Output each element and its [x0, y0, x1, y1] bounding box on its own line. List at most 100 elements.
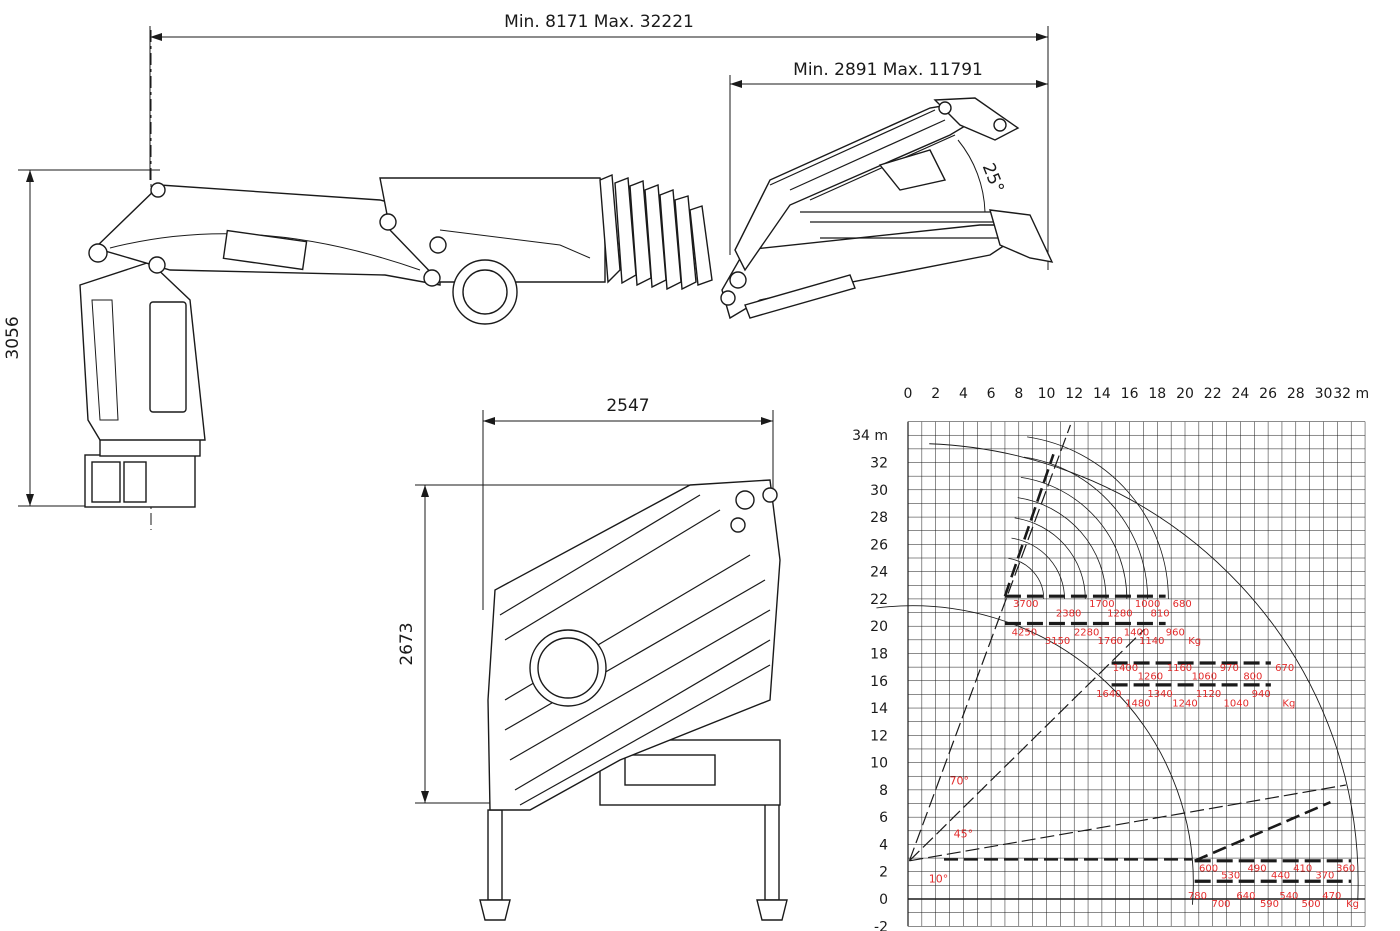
load-value: 1120 — [1196, 689, 1221, 700]
column-cylinder — [149, 301, 187, 413]
x-tick-label: 10 — [1038, 386, 1056, 402]
base-width-label: 2547 — [606, 396, 649, 416]
boom-angle-label: 70° — [949, 774, 969, 787]
right-stabilizer-leg — [764, 799, 780, 901]
x-tick-label: 24 — [1231, 386, 1249, 402]
load-value: 1160 — [1167, 663, 1192, 674]
load-value: 1640 — [1096, 689, 1121, 700]
jib-cylinder-lower — [744, 274, 856, 319]
column-height-dimension: 3056 — [3, 169, 160, 507]
load-value: 670 — [1275, 663, 1294, 674]
front-view-dimensions: 2547 2673 — [397, 396, 774, 804]
load-value: 4250 — [1012, 628, 1037, 639]
load-value: 1240 — [1172, 699, 1197, 710]
load-value: 490 — [1247, 864, 1266, 875]
load-value: 680 — [1173, 599, 1192, 610]
y-tick-label: 6 — [879, 810, 888, 826]
load-value: 1400 — [1113, 663, 1138, 674]
x-tick-label: 2 — [931, 386, 940, 402]
y-tick-label: 8 — [879, 783, 888, 799]
y-tick-label: 4 — [879, 837, 888, 853]
boom-line — [909, 784, 1346, 862]
load-value: 470 — [1322, 891, 1341, 902]
boom-angle-label: 45° — [954, 828, 974, 841]
load-value: Kg — [1282, 699, 1295, 710]
jib-line-raised-high — [1003, 453, 1055, 597]
load-value: 590 — [1260, 899, 1279, 910]
y-tick-label: 14 — [870, 701, 888, 717]
radius-arc — [1011, 537, 1065, 599]
load-value: 1340 — [1147, 689, 1172, 700]
load-value: 1480 — [1125, 699, 1150, 710]
y-tick-label: 12 — [870, 728, 888, 744]
x-tick-label: 32 m — [1333, 386, 1369, 402]
y-tick-label: -2 — [874, 919, 888, 931]
y-tick-label: 28 — [870, 510, 888, 526]
load-value: 1060 — [1192, 671, 1217, 682]
boom-line — [908, 424, 1072, 862]
y-tick-label: 0 — [879, 892, 888, 908]
load-value: 2380 — [1056, 609, 1081, 620]
x-tick-label: 26 — [1259, 386, 1277, 402]
boom-angle-label: 10° — [929, 873, 949, 886]
load-value: 360 — [1336, 864, 1355, 875]
y-tick-label: 30 — [870, 483, 888, 499]
radius-arc — [1014, 517, 1086, 599]
radius-arc — [1008, 558, 1045, 599]
x-tick-label: 30 — [1315, 386, 1333, 402]
x-tick-label: 22 — [1204, 386, 1222, 402]
y-tick-label: 32 — [870, 456, 888, 472]
radius-arc — [1020, 476, 1128, 599]
load-value: 1700 — [1089, 599, 1114, 610]
load-value: 1400 — [1124, 628, 1149, 639]
load-value: 500 — [1301, 899, 1320, 910]
jib-reach-dimension: Min. 2891 Max. 11791 — [729, 60, 1048, 255]
load-value: 780 — [1188, 891, 1207, 902]
envelope-arc-mid — [876, 605, 1194, 905]
y-tick-label: 16 — [870, 674, 888, 690]
load-value: 640 — [1236, 891, 1255, 902]
y-tick-label: 20 — [870, 619, 888, 635]
folded-boom-package — [487, 479, 781, 811]
radius-arc — [1017, 497, 1107, 599]
load-value: 2280 — [1074, 628, 1099, 639]
load-value: Kg — [1188, 636, 1201, 647]
y-tick-label: 18 — [870, 646, 888, 662]
load-value: 1000 — [1135, 599, 1160, 610]
crane-side-view: 25° — [79, 97, 1054, 508]
load-value: 410 — [1293, 864, 1312, 875]
load-value: 1280 — [1107, 609, 1132, 620]
load-value: 370 — [1315, 871, 1334, 882]
y-tick-label: 24 — [870, 565, 888, 581]
load-value: 3150 — [1045, 636, 1070, 647]
load-value: 1760 — [1097, 636, 1122, 647]
load-value: 440 — [1271, 871, 1290, 882]
y-tick-label: 10 — [870, 756, 888, 772]
crane-front-view — [479, 479, 788, 921]
load-value: 530 — [1221, 871, 1240, 882]
x-tick-label: 8 — [1014, 386, 1023, 402]
jib-upper-position — [734, 97, 1020, 272]
y-tick-label: 26 — [870, 537, 888, 553]
envelope-arc-outer — [929, 443, 1359, 901]
load-value: 1140 — [1139, 636, 1164, 647]
load-value: 1040 — [1224, 699, 1249, 710]
jib-lower-position — [720, 209, 1054, 320]
boom-line — [908, 628, 1145, 862]
overall-reach-label: Min. 8171 Max. 32221 — [504, 12, 694, 32]
load-value: 3700 — [1013, 599, 1038, 610]
load-value: 940 — [1252, 689, 1271, 700]
load-value: Kg — [1346, 899, 1359, 910]
load-value: 600 — [1199, 864, 1218, 875]
jib-reach-label: Min. 2891 Max. 11791 — [793, 60, 983, 80]
x-tick-label: 18 — [1148, 386, 1166, 402]
load-value: 700 — [1211, 899, 1230, 910]
x-tick-label: 12 — [1065, 386, 1083, 402]
load-value: 810 — [1151, 609, 1170, 620]
folded-height-label: 2673 — [397, 622, 417, 665]
load-value: 960 — [1166, 628, 1185, 639]
y-tick-label: 2 — [879, 865, 888, 881]
x-tick-label: 28 — [1287, 386, 1305, 402]
jib-line-raised-low — [1194, 800, 1331, 863]
